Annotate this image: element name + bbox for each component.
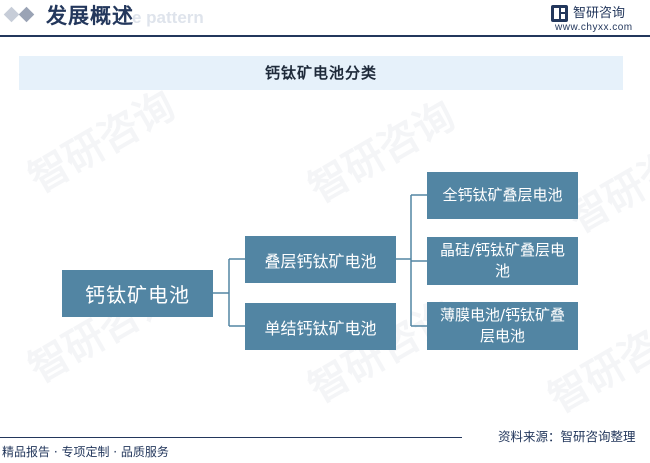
footer-slogan: 精品报告 · 专项定制 · 品质服务 [2,445,169,459]
header-divider [0,35,650,37]
leaf-node-label: 全钙钛矿叠层电池 [442,186,563,204]
header-subtitle-watermark: e pattern [132,8,204,27]
root-node-label: 钙钛矿电池 [85,283,190,307]
leaf-node-thinfilm-perovskite: 薄膜电池/钙钛矿叠层电池 [427,302,578,350]
leaf-node-silicon-perovskite: 晶硅/钙钛矿叠层电池 [427,237,578,285]
branch-node-label: 叠层钙钛矿电池 [264,251,377,271]
leaf-node-all-perovskite: 全钙钛矿叠层电池 [427,172,578,219]
page-title: 发展概述 [46,4,134,28]
brand-logo-icon [551,5,568,22]
branch-node-label: 单结钙钛矿电池 [264,318,377,338]
brand-name: 智研咨询 [573,6,626,21]
branch-node-single-junction: 单结钙钛矿电池 [245,303,396,350]
diagram-title: 钙钛矿电池分类 [19,56,623,90]
root-node: 钙钛矿电池 [62,270,213,317]
footer-divider [0,437,462,438]
brand-url: www.chyxx.com [555,22,633,33]
leaf-node-label: 晶硅/钙钛矿叠层电池 [439,241,566,280]
leaf-node-label: 薄膜电池/钙钛矿叠层电池 [439,306,566,345]
footer-source: 资料来源：智研咨询整理 [498,429,636,444]
branch-node-tandem: 叠层钙钛矿电池 [245,236,396,283]
